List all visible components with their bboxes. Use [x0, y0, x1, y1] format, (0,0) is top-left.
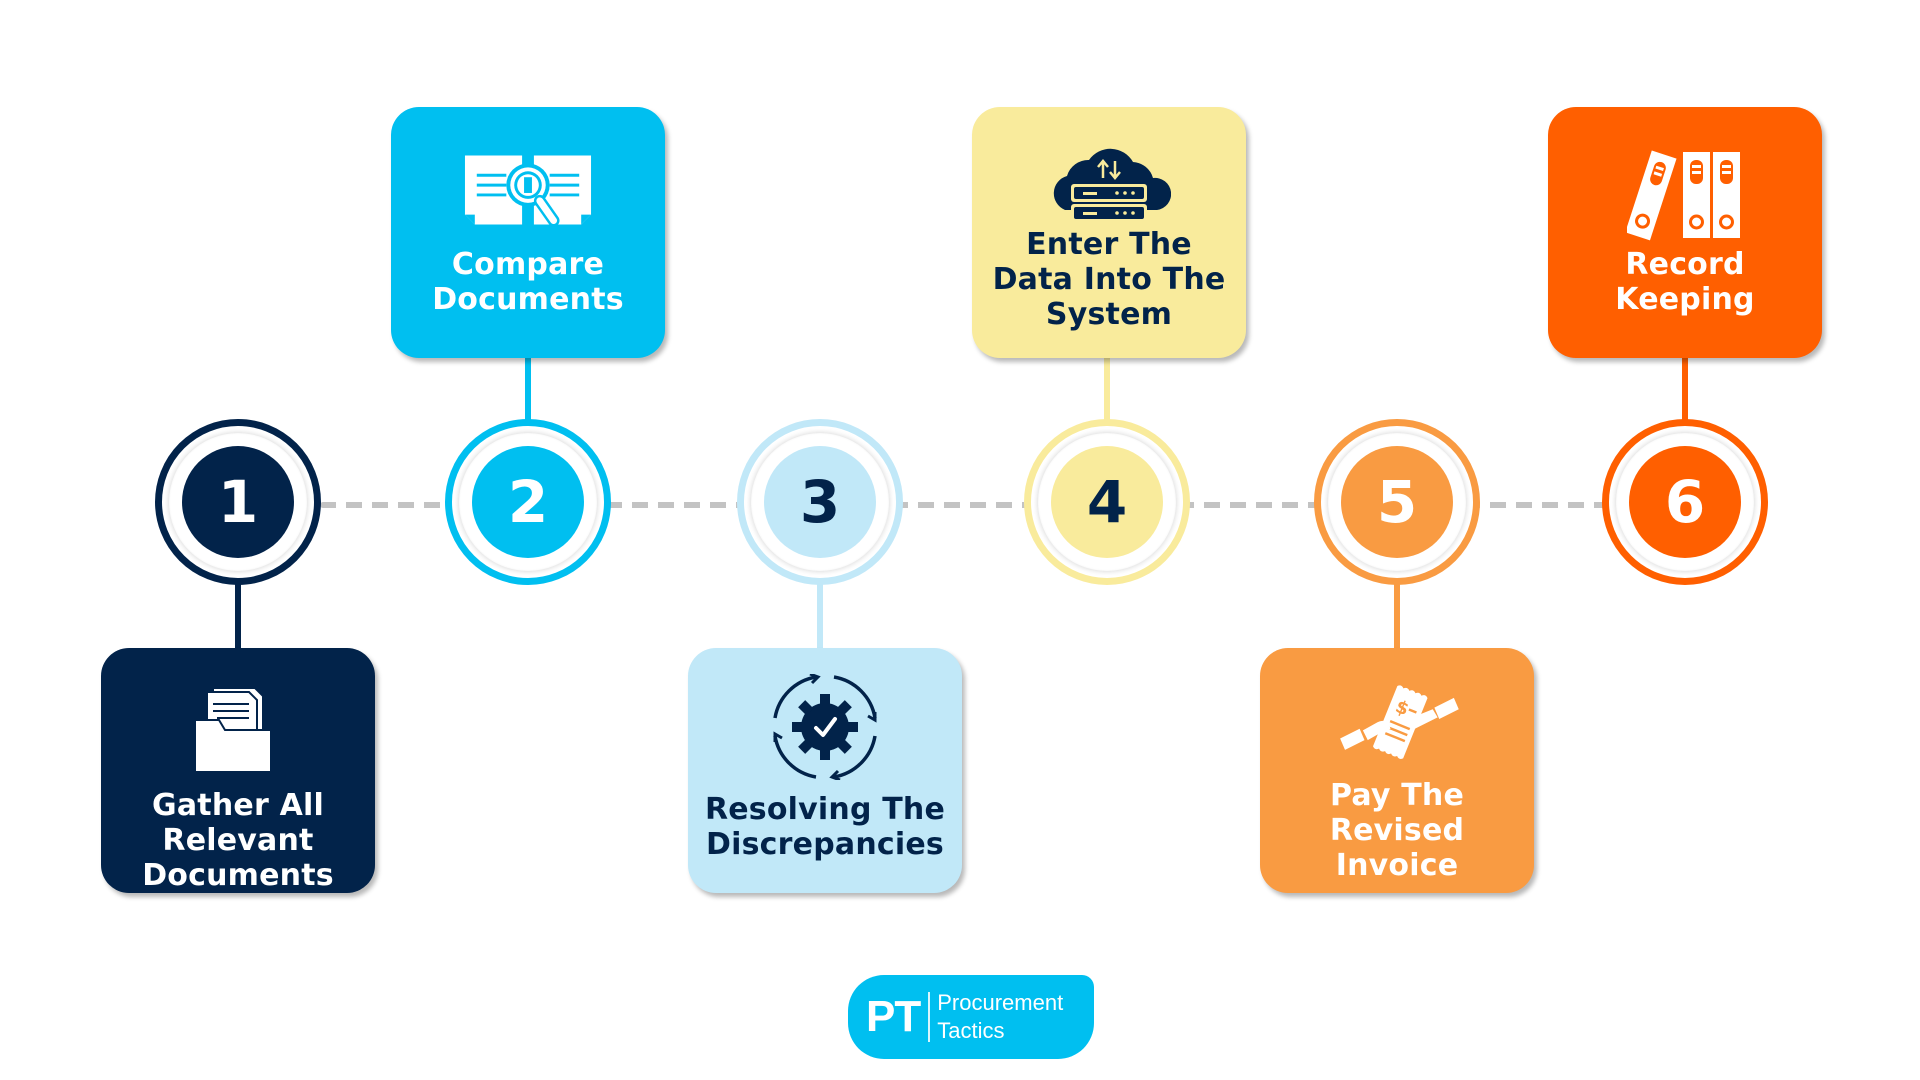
cloud-server-icon [1044, 147, 1174, 225]
step-3-label-line: Discrepancies [706, 827, 944, 862]
stem-1 [235, 580, 241, 650]
step-4-circle: 4 [1024, 419, 1190, 585]
procurement-tactics-logo[interactable]: PT Procurement Tactics [848, 975, 1094, 1059]
step-3-card: Resolving The Discrepancies [688, 648, 962, 893]
step-6-circle: 6 [1602, 419, 1768, 585]
stem-5 [1394, 580, 1400, 650]
step-6-label: Record Keeping [1615, 247, 1754, 317]
step-6-number: 6 [1629, 446, 1741, 558]
step-5-label-line: Revised [1329, 813, 1465, 848]
logo-name: Procurement Tactics [937, 989, 1063, 1045]
stem-4 [1104, 356, 1110, 420]
stem-3 [817, 580, 823, 650]
step-1-circle: 1 [155, 419, 321, 585]
step-2-label: Compare Documents [432, 247, 624, 317]
step-5-label-line: Pay The [1329, 778, 1465, 813]
step-5-label-line: Invoice [1335, 848, 1459, 883]
step-5-circle: 5 [1314, 419, 1480, 585]
step-1-label-line: Gather All [152, 788, 324, 823]
step-5-number: 5 [1341, 446, 1453, 558]
step-4-label-line: Data Into The [992, 262, 1226, 297]
step-4-label-line: Enter The [1026, 227, 1192, 262]
step-6-label-line: Keeping [1615, 282, 1755, 317]
step-2-circle: 2 [445, 419, 611, 585]
logo-name-line2: Tactics [937, 1018, 1005, 1043]
gear-check-cycle-icon [760, 674, 890, 780]
step-4-label-line: System [1045, 297, 1173, 332]
step-2-card: Compare Documents [391, 107, 665, 358]
step-2-number: 2 [472, 446, 584, 558]
step-3-circle: 3 [737, 419, 903, 585]
step-1-card: Gather All Relevant Documents [101, 648, 375, 893]
step-3-number: 3 [764, 446, 876, 558]
step-5-card: $ Pay The Revised Invoice [1260, 648, 1534, 893]
timeline-dashed-line [320, 502, 1610, 508]
step-4-number: 4 [1051, 446, 1163, 558]
stem-6 [1682, 356, 1688, 420]
step-6-card: Record Keeping [1548, 107, 1822, 358]
step-4-card: Enter The Data Into The System [972, 107, 1246, 358]
logo-name-line1: Procurement [937, 990, 1064, 1015]
step-1-number: 1 [182, 446, 294, 558]
step-2-label-line: Documents [432, 282, 624, 317]
compare-documents-magnifier-icon [463, 149, 593, 233]
folder-documents-icon [173, 678, 303, 780]
binders-icon [1620, 147, 1750, 243]
step-5-label: Pay The Revised Invoice [1330, 778, 1464, 883]
step-2-label-line: Compare [451, 247, 605, 282]
logo-separator [928, 992, 931, 1042]
step-1-label-line: Documents [142, 858, 334, 893]
stem-2 [525, 356, 531, 420]
step-1-label: Gather All Relevant Documents [142, 788, 334, 893]
step-3-label-line: Resolving The [704, 792, 946, 827]
step-4-label: Enter The Data Into The System [993, 227, 1226, 332]
step-3-label: Resolving The Discrepancies [705, 792, 945, 862]
step-6-label-line: Record [1625, 247, 1745, 282]
hands-invoice-payment-icon: $ [1332, 678, 1462, 768]
step-1-label-line: Relevant [162, 823, 314, 858]
logo-initials: PT [866, 992, 921, 1041]
